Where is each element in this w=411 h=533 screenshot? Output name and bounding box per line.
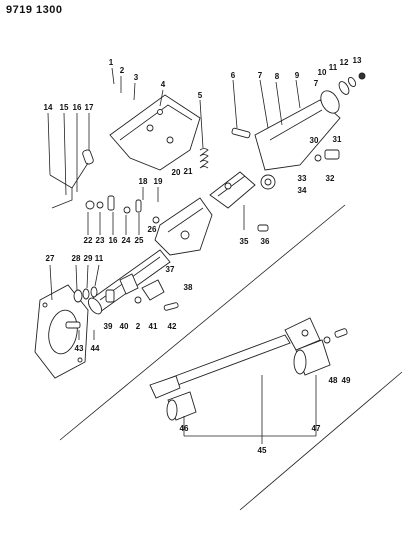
callout-49: 49 bbox=[342, 376, 351, 385]
callout-5: 5 bbox=[198, 91, 203, 100]
callout-36: 36 bbox=[261, 237, 270, 246]
leader-lines bbox=[47, 67, 317, 444]
boundary-lines bbox=[59, 204, 403, 511]
callout-45: 45 bbox=[258, 446, 267, 455]
callout-46: 46 bbox=[180, 424, 189, 433]
callout-22: 22 bbox=[84, 236, 93, 245]
callout-43: 43 bbox=[75, 344, 84, 353]
shaft-end-parts bbox=[338, 72, 366, 95]
callout-labels: 1 2 3 4 5 6 7 8 9 10 7 11 12 13 14 15 16… bbox=[44, 56, 362, 455]
intermediate-shaft-part bbox=[149, 317, 321, 399]
callout-9: 9 bbox=[295, 71, 300, 80]
callout-18: 18 bbox=[139, 177, 148, 186]
callout-44: 44 bbox=[91, 344, 100, 353]
callout-26: 26 bbox=[148, 225, 157, 234]
callout-16: 16 bbox=[73, 103, 82, 112]
callout-3: 3 bbox=[134, 73, 139, 82]
callout-38: 38 bbox=[184, 283, 193, 292]
callout-2: 2 bbox=[120, 66, 125, 75]
callout-48: 48 bbox=[329, 376, 338, 385]
callout-42: 42 bbox=[168, 322, 177, 331]
callout-8: 8 bbox=[275, 72, 280, 81]
spring-part bbox=[199, 148, 209, 169]
callout-39: 39 bbox=[104, 322, 113, 331]
callout-35: 35 bbox=[240, 237, 249, 246]
callout-14: 14 bbox=[44, 103, 53, 112]
small-hardware-parts bbox=[85, 195, 160, 224]
callout-29: 29 bbox=[84, 254, 93, 263]
diagram-code: 9719 1300 bbox=[6, 4, 63, 16]
callout-12: 12 bbox=[340, 58, 349, 67]
callout-47: 47 bbox=[312, 424, 321, 433]
bearing-parts bbox=[65, 286, 98, 329]
tilt-lever-part bbox=[49, 149, 94, 209]
callout-21: 21 bbox=[184, 167, 193, 176]
callout-10: 10 bbox=[318, 68, 327, 77]
callout-16b: 16 bbox=[109, 236, 118, 245]
callout-40: 40 bbox=[120, 322, 129, 331]
callout-25: 25 bbox=[135, 236, 144, 245]
callout-37: 37 bbox=[166, 265, 175, 274]
callout-31: 31 bbox=[333, 135, 342, 144]
universal-joint-upper-part bbox=[209, 171, 256, 209]
callout-1: 1 bbox=[109, 58, 114, 67]
bolt-parts bbox=[257, 149, 340, 232]
callout-30: 30 bbox=[310, 136, 319, 145]
callout-6: 6 bbox=[231, 71, 236, 80]
callout-7b: 7 bbox=[314, 79, 319, 88]
callout-11: 11 bbox=[329, 63, 338, 72]
callout-13: 13 bbox=[353, 56, 362, 65]
callout-17: 17 bbox=[85, 103, 94, 112]
callout-27: 27 bbox=[46, 254, 55, 263]
lower-bolt-parts bbox=[323, 328, 348, 344]
callout-41: 41 bbox=[149, 322, 158, 331]
column-tilt-head-part bbox=[154, 197, 213, 256]
boot-parts bbox=[166, 339, 331, 421]
callout-11b: 11 bbox=[95, 254, 104, 263]
callout-33: 33 bbox=[298, 174, 307, 183]
clamp-parts bbox=[105, 273, 179, 311]
callout-32: 32 bbox=[326, 174, 335, 183]
upper-column-housing-part bbox=[231, 90, 341, 171]
callout-23: 23 bbox=[96, 236, 105, 245]
callout-24: 24 bbox=[122, 236, 131, 245]
callout-20: 20 bbox=[172, 168, 181, 177]
callout-15: 15 bbox=[60, 103, 69, 112]
upper-bracket-part bbox=[109, 94, 201, 171]
callout-2b: 2 bbox=[136, 322, 141, 331]
column-cover-plate-part bbox=[34, 284, 89, 379]
callout-28: 28 bbox=[72, 254, 81, 263]
callout-4: 4 bbox=[161, 80, 166, 89]
callout-7: 7 bbox=[258, 71, 263, 80]
callout-19: 19 bbox=[154, 177, 163, 186]
callout-34: 34 bbox=[298, 186, 307, 195]
